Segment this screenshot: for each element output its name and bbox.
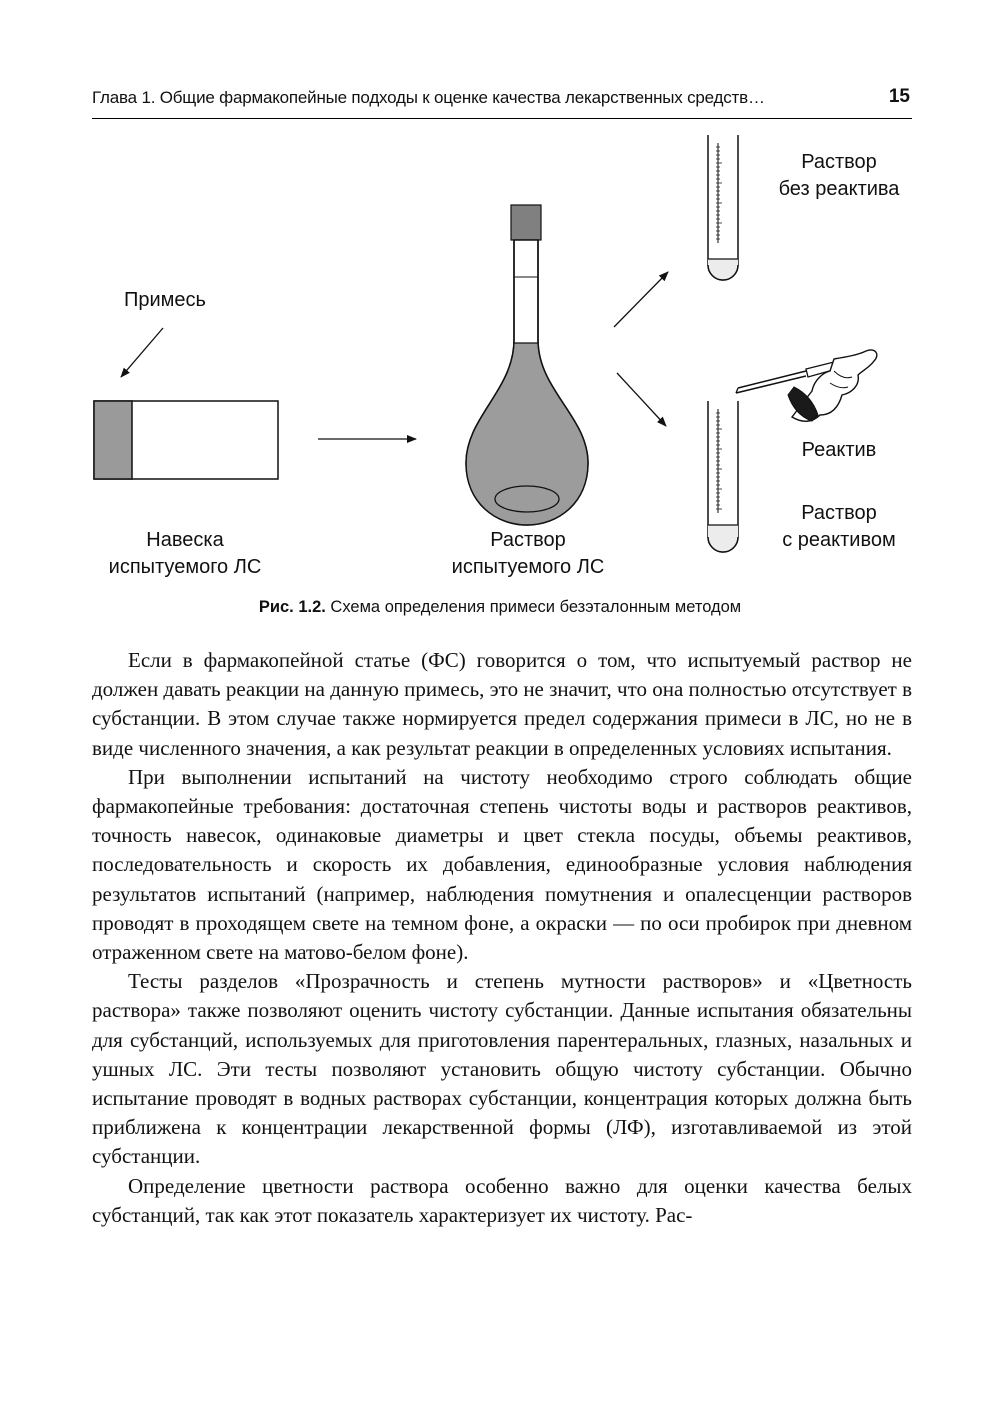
with-reagent-label-line1: Раствор [801, 502, 877, 524]
solution-label: Раствор испытуемого ЛС [428, 527, 628, 581]
no-reagent-label-line2: без реактива [778, 178, 900, 200]
sample-label: Навеска испытуемого ЛС [90, 527, 280, 581]
arrow-to-tube-2 [616, 372, 667, 427]
volumetric-flask [465, 204, 589, 526]
solution-label-line1: Раствор [490, 529, 566, 551]
sample-label-line1: Навеска [146, 529, 224, 551]
pipette-with-hand [735, 349, 878, 422]
running-head: Глава 1. Общие фармакопейные подходы к о… [92, 86, 912, 119]
paragraph: Если в фармакопейной статье (ФС) говорит… [92, 648, 912, 760]
figure-caption: Рис. 1.2. Схема определения примеси безэ… [0, 598, 1000, 617]
with-reagent-label: Раствор с реактивом [764, 500, 914, 554]
reagent-label: Реактив [801, 439, 877, 461]
page-number: 15 [888, 86, 910, 107]
test-tube-without-reagent [707, 135, 739, 281]
flask-solution [466, 343, 588, 525]
impurity-portion [93, 400, 133, 480]
paragraph: При выполнении испытаний на чистоту необ… [92, 764, 912, 965]
caption-text: Схема определения примеси безэталонным м… [325, 598, 742, 616]
with-reagent-label-line2: с реактивом [782, 529, 896, 551]
figure-drawing [93, 135, 878, 553]
paragraph: Определение цветности раствора особенно … [92, 1173, 912, 1227]
figure-scheme: Примесь Навеска испытуемого ЛС Раствор и… [0, 125, 1000, 605]
body-text: Если в фармакопейной статье (ФС) говорит… [92, 646, 912, 1230]
impurity-label: Примесь [124, 289, 206, 311]
no-reagent-label-line1: Раствор [801, 151, 877, 173]
caption-label: Рис. 1.2. [258, 598, 326, 616]
no-reagent-label: Раствор без реактива [764, 149, 914, 203]
test-tube-with-reagent [707, 401, 739, 553]
arrow-to-tube-1 [613, 271, 669, 328]
impurity-arrow [120, 327, 164, 378]
sample-label-line2: испытуемого ЛС [108, 556, 262, 578]
flask-stopper [510, 204, 542, 241]
solution-label-line2: испытуемого ЛС [451, 556, 605, 578]
chapter-title: Глава 1. Общие фармакопейные подходы к о… [92, 88, 765, 107]
sample-rectangle [93, 400, 279, 480]
paragraph: Тесты разделов «Прозрачность и степень м… [92, 969, 912, 1169]
